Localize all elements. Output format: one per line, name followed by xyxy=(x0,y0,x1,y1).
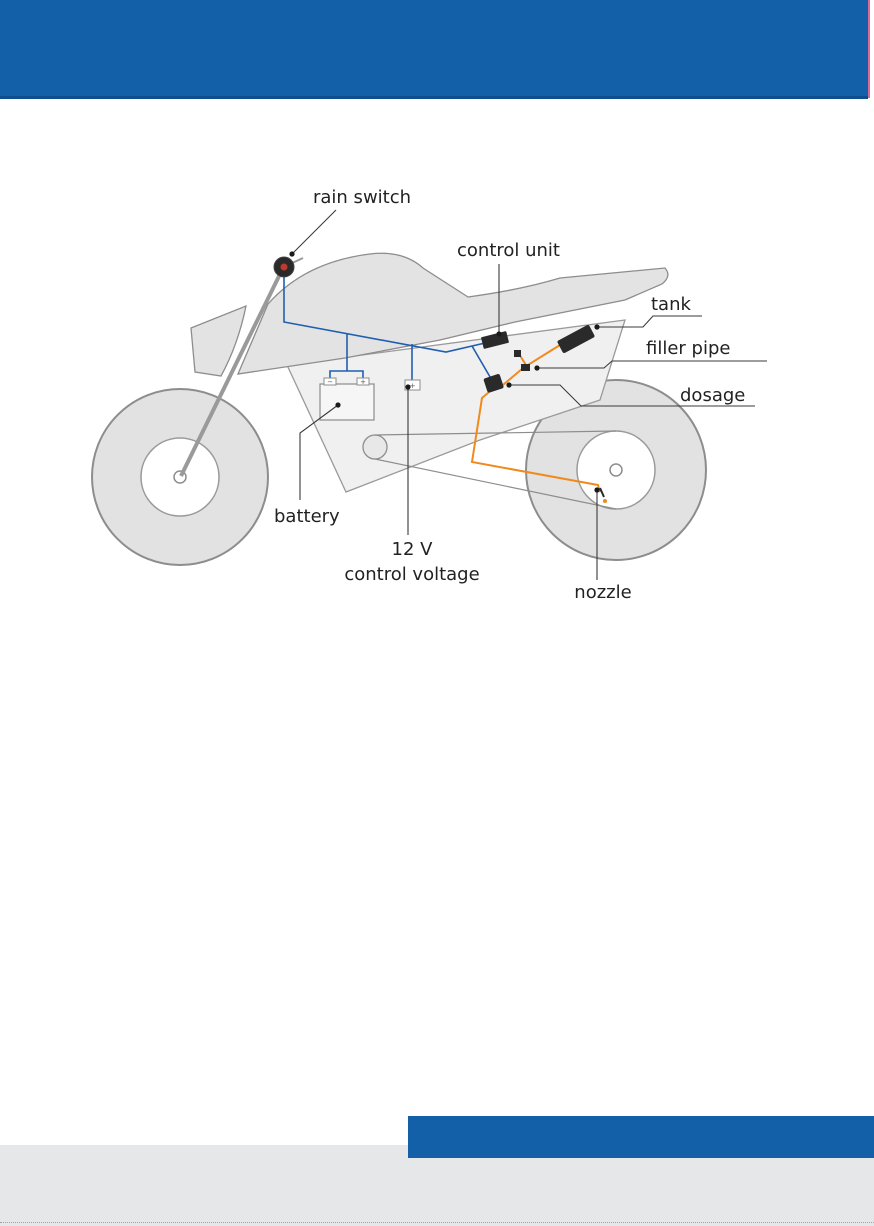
label-tank: tank xyxy=(651,294,691,315)
battery: − + xyxy=(320,378,374,420)
label-rain-switch: rain switch xyxy=(313,187,411,208)
label-12v: 12 V xyxy=(392,539,434,560)
battery-positive-terminal: + xyxy=(360,378,366,386)
battery-negative-terminal: − xyxy=(327,378,333,386)
fuse-symbol: + xyxy=(410,382,416,390)
label-battery: battery xyxy=(274,506,340,527)
rain-switch-knob xyxy=(274,257,294,277)
label-control-voltage: control voltage xyxy=(344,564,479,585)
front-wheel xyxy=(92,389,268,565)
label-control-unit: control unit xyxy=(457,240,560,261)
label-nozzle: nozzle xyxy=(574,582,631,603)
label-dosage: dosage xyxy=(680,385,745,406)
windscreen xyxy=(191,306,246,376)
label-filler-pipe: filler pipe xyxy=(646,338,730,359)
footer-dotted-rule xyxy=(0,1222,874,1223)
footer-blue-tab xyxy=(408,1116,874,1158)
